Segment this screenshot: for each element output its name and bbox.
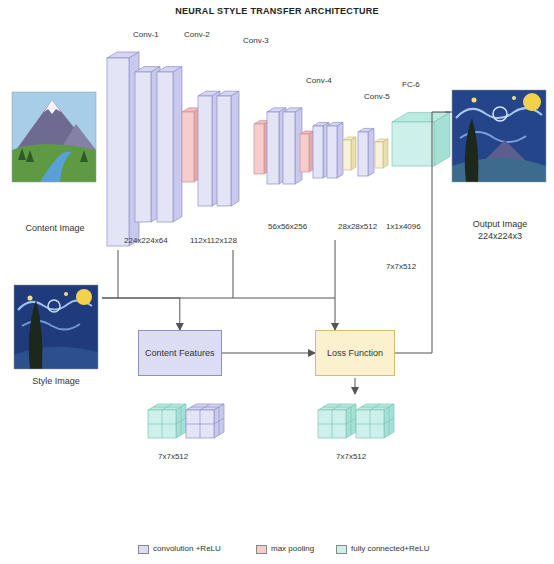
layer-face — [254, 124, 264, 174]
legend-text: max pooling — [271, 544, 314, 554]
node-label: Content Features — [145, 347, 215, 359]
layer-face — [231, 91, 239, 206]
node-label: 224x224x3 — [478, 230, 522, 242]
wire — [335, 240, 336, 298]
output-picture — [452, 90, 546, 182]
node-label: Loss Function — [327, 347, 383, 359]
layer-face — [283, 112, 295, 184]
connector — [102, 298, 180, 330]
connector — [102, 298, 335, 330]
dimension-label: 28x28x512 — [338, 222, 377, 232]
node-label: Content Image — [25, 222, 84, 234]
dimension-label: 1x1x4096 — [386, 222, 421, 232]
dimension-label: 7x7x512 — [386, 262, 416, 272]
feature-cubes — [148, 404, 394, 438]
layer-face — [182, 112, 194, 182]
dimension-label: Conv-2 — [184, 30, 210, 40]
layer-face — [375, 142, 383, 168]
style-image: Style Image — [10, 283, 102, 387]
grid-line — [148, 404, 186, 438]
diagram-title: NEURAL STYLE TRANSFER ARCHITECTURE — [0, 6, 554, 16]
dimension-label: 7x7x512 — [336, 452, 366, 462]
wire — [233, 250, 234, 298]
grid-line — [186, 404, 224, 438]
node-label: Output Image — [473, 218, 528, 230]
layer-face — [135, 72, 151, 222]
layer-face — [392, 122, 434, 166]
wires — [118, 112, 452, 394]
layer-face — [300, 134, 309, 172]
dimension-label: Conv-1 — [133, 30, 159, 40]
wire — [118, 250, 119, 298]
layer-face — [198, 96, 212, 206]
legend-text: fully connected+ReLU — [351, 544, 430, 554]
network-layers — [107, 52, 450, 246]
content-image: Content Image — [10, 88, 100, 234]
layer-face — [358, 132, 368, 176]
legend-swatch — [138, 545, 149, 554]
layer-face — [383, 139, 388, 168]
layer-face — [351, 137, 356, 170]
dimension-label: Conv-5 — [364, 92, 390, 102]
node-label: Style Image — [32, 375, 80, 387]
layer-face — [337, 122, 343, 178]
legend-swatch — [256, 545, 267, 554]
style-picture — [14, 285, 98, 369]
dimension-label: FC-6 — [402, 80, 420, 90]
wire — [355, 378, 356, 394]
legend-text: convolution +ReLU — [153, 544, 221, 554]
layer-face — [368, 128, 374, 176]
content-picture — [12, 92, 96, 182]
dimension-label: 112x112x128 — [190, 236, 237, 246]
process-box: Loss Function — [315, 330, 395, 376]
dimension-label: Conv-3 — [243, 36, 269, 46]
layer-face — [267, 112, 279, 184]
layer-face — [434, 112, 450, 166]
connector — [395, 112, 450, 353]
layer-face — [217, 96, 231, 206]
layer-face — [343, 140, 351, 170]
dimension-label: Conv-4 — [306, 76, 332, 86]
layer-face — [327, 126, 337, 178]
grid-line — [356, 404, 394, 438]
layer-face — [313, 126, 323, 178]
layer-face — [157, 72, 173, 222]
layer-face — [107, 58, 129, 246]
layer-face — [173, 67, 182, 222]
dimension-label: 7x7x512 — [158, 452, 188, 462]
dimension-label: 224x224x64 — [124, 236, 168, 246]
process-box: Content Features — [138, 330, 222, 376]
output-image: Output Image224x224x3 — [450, 86, 550, 242]
dimension-label: 56x56x256 — [268, 222, 307, 232]
connector — [222, 353, 316, 354]
grid-line — [318, 404, 356, 438]
legend-swatch — [336, 545, 347, 554]
